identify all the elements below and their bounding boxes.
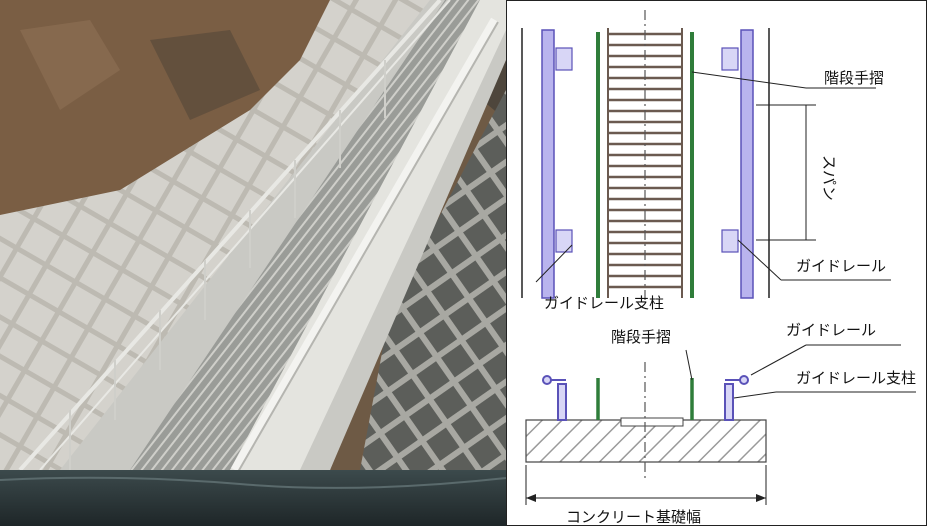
- section-view: [525, 344, 916, 505]
- handrail-posts: [69, 60, 386, 470]
- concrete-foundation: [525, 419, 767, 463]
- label-guide-rail-post-plan: ガイドレール支柱: [544, 294, 664, 312]
- water: [0, 470, 506, 526]
- guide-rail-left: [541, 29, 555, 299]
- label-guide-rail-post-section: ガイドレール支柱: [796, 369, 916, 387]
- right-lattice-slope: [360, 90, 506, 470]
- plan-view: [521, 10, 891, 300]
- label-guide-rail-plan: ガイドレール: [796, 257, 886, 275]
- label-stair-handrail-plan: 階段手摺: [824, 69, 884, 87]
- guide-rail-right: [740, 29, 754, 299]
- guide-rail-pipe: [231, 17, 499, 473]
- label-guide-rail-section: ガイドレール: [786, 321, 876, 339]
- structure-diagram: 階段手摺 スパン ガイドレール ガイドレール支柱 階段手摺 ガイドレール ガイド…: [506, 0, 927, 526]
- label-foundation-width: コンクリート基礎幅: [566, 508, 701, 526]
- stair-grating: [130, 0, 480, 470]
- label-stair-handrail-section: 階段手摺: [611, 328, 671, 346]
- handrail-left: [18, 0, 451, 472]
- label-span: スパン: [820, 155, 838, 201]
- site-photo: [0, 0, 506, 526]
